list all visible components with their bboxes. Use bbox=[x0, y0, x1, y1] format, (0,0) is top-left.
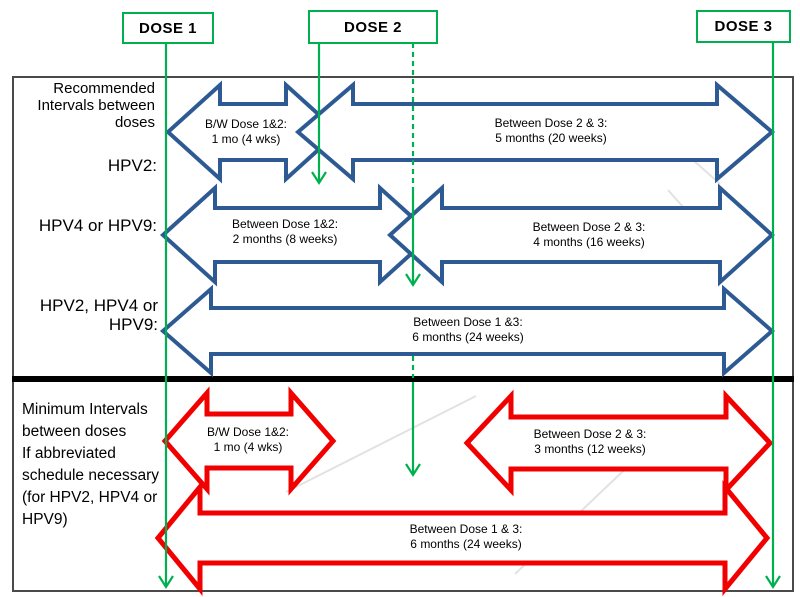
interval-text: 1 mo (4 wks) bbox=[213, 440, 283, 454]
interval-text: 3 months (12 weeks) bbox=[534, 442, 646, 456]
heading-line: HPV9) bbox=[22, 511, 68, 528]
dose2-mid-arrowhead-icon bbox=[405, 273, 421, 288]
hpv2-dose2-3-arrow-label: Between Dose 2 & 3: 5 months (20 weeks) bbox=[495, 116, 608, 146]
heading-line: between doses bbox=[22, 423, 127, 440]
minimum-dose1-2-arrow bbox=[161, 386, 337, 496]
row-label-hpv4-hpv9: HPV4 or HPV9: bbox=[17, 216, 157, 235]
hpv4-hpv9-dose1-2-arrow-label: Between Dose 1&2: 2 months (8 weeks) bbox=[232, 217, 338, 247]
row-label-text: HPV9: bbox=[108, 315, 158, 334]
interval-text: 1 mo (4 wks) bbox=[211, 132, 281, 146]
interval-text: Between Dose 1&2: bbox=[231, 217, 339, 231]
hpv2-dose1-2-arrow-label: B/W Dose 1&2: 1 mo (4 wks) bbox=[205, 117, 287, 147]
row-label-text: HPV2: bbox=[107, 156, 157, 175]
dose3-label: DOSE 3 bbox=[714, 18, 773, 35]
dose1-arrowhead-icon bbox=[158, 575, 174, 590]
recommended-section-heading: Recommended Intervals between doses bbox=[17, 80, 155, 131]
dose2-bottom-arrowhead-icon bbox=[405, 463, 421, 478]
interval-text: 6 months (24 weeks) bbox=[410, 537, 522, 551]
dose1-label: DOSE 1 bbox=[138, 19, 198, 37]
minimum-dose1-3-arrow-label: Between Dose 1 & 3: 6 months (24 weeks) bbox=[410, 522, 523, 552]
interval-text: Between Dose 1 & 3: bbox=[409, 522, 523, 536]
interval-text: 4 months (16 weeks) bbox=[533, 235, 645, 249]
heading-line: (for HPV2, HPV4 or bbox=[22, 489, 158, 506]
minimum-dose2-3-arrow-label: Between Dose 2 & 3: 3 months (12 weeks) bbox=[534, 427, 647, 457]
interval-text: 5 months (20 weeks) bbox=[495, 131, 607, 145]
interval-text: 2 months (8 weeks) bbox=[232, 232, 338, 246]
heading-line: If abbreviated bbox=[22, 445, 116, 462]
heading-line: Intervals between bbox=[37, 97, 155, 114]
minimum-dose1-3-arrow bbox=[154, 480, 771, 596]
interval-text: Between Dose 1 &3: bbox=[413, 315, 523, 329]
dose1-marker-box: DOSE 1 bbox=[122, 12, 214, 44]
row-label-text: HPV2, HPV4 or bbox=[39, 296, 158, 315]
minimum-arrows-group bbox=[154, 386, 774, 596]
interval-text: B/W Dose 1&2: bbox=[204, 117, 288, 131]
dose2-arrowhead-icon bbox=[311, 171, 327, 186]
dose2-marker-box: DOSE 2 bbox=[308, 10, 438, 44]
recommended-arrows-group bbox=[159, 80, 776, 378]
minimum-dose2-3-arrow bbox=[463, 389, 774, 497]
interval-text: 6 months (24 weeks) bbox=[412, 330, 524, 344]
heading-line: Minimum Intervals bbox=[22, 401, 148, 418]
interval-text: Between Dose 2 & 3: bbox=[533, 427, 647, 441]
section-divider bbox=[12, 376, 794, 382]
dose-timelines-group bbox=[158, 42, 781, 590]
heading-line: schedule necessary bbox=[22, 467, 159, 484]
interval-text: Between Dose 2 & 3: bbox=[494, 116, 608, 130]
dose3-marker-box: DOSE 3 bbox=[696, 10, 791, 43]
dose2-label: DOSE 2 bbox=[343, 18, 403, 36]
hpv4-hpv9-dose2-3-arrow-label: Between Dose 2 & 3: 4 months (16 weeks) bbox=[533, 220, 646, 250]
interval-text: B/W Dose 1&2: bbox=[206, 425, 290, 439]
minimum-dose1-2-arrow-label: B/W Dose 1&2: 1 mo (4 wks) bbox=[207, 425, 289, 455]
heading-line: Recommended bbox=[53, 80, 155, 97]
row-label-hpv2: HPV2: bbox=[17, 156, 157, 175]
row-label-hpv2-hpv4-hpv9: HPV2, HPV4 or HPV9: bbox=[17, 296, 158, 334]
minimum-section-heading: Minimum Intervals between doses If abbre… bbox=[22, 399, 167, 531]
diagram-frame bbox=[12, 76, 794, 592]
heading-line: doses bbox=[114, 114, 155, 131]
row-label-text: HPV4 or HPV9: bbox=[38, 216, 157, 235]
interval-text: Between Dose 2 & 3: bbox=[532, 220, 646, 234]
dose3-arrowhead-icon bbox=[765, 575, 781, 590]
all-types-dose1-3-arrow-label: Between Dose 1 &3: 6 months (24 weeks) bbox=[412, 315, 523, 345]
